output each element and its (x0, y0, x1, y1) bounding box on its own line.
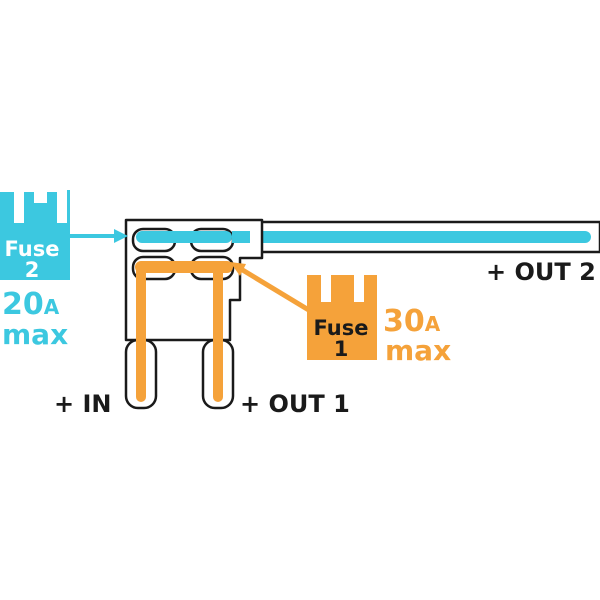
fuse2-word-label: Fuse (5, 237, 60, 261)
fuse1-pointer-arrow (230, 262, 246, 276)
in-terminal-path (136, 262, 146, 402)
fuse2-rating-unit: A (44, 295, 60, 319)
fuse1-word-label: Fuse (314, 316, 369, 340)
fuse2-rating-text: 20A (2, 287, 60, 322)
fuse1-rating-unit: A (425, 312, 441, 336)
fuse1-icon (307, 275, 377, 360)
fuse1-current-path (135, 261, 314, 402)
fuse2-rating-value: 20 (2, 287, 44, 322)
fuse2-icon (0, 190, 70, 280)
fuse2-max-label: max (2, 318, 68, 351)
fuse2-number-label: 2 (25, 258, 40, 282)
out1-terminal-path (213, 262, 223, 402)
fuse2-pointer-arrow (114, 229, 128, 243)
fuse-tap-body (124, 218, 264, 410)
in-label: + IN (54, 390, 111, 418)
fuse1-rating-text: 30A (383, 304, 441, 339)
fuse2-shape (0, 190, 70, 280)
out1-label: + OUT 1 (240, 390, 350, 418)
fuse1-max-label: max (385, 334, 451, 367)
fuse1-rating-value: 30 (383, 304, 425, 339)
out2-wire (229, 220, 600, 254)
out2-label: + OUT 2 (486, 258, 596, 286)
fuse2-current-path (40, 229, 250, 243)
fuse1-number-label: 1 (334, 337, 349, 361)
fuse1-shape (307, 275, 377, 360)
fuse1-socket-bridge (135, 261, 233, 273)
fuse2-socket-bridge (136, 231, 232, 243)
fuse1-pointer-line (234, 263, 314, 315)
